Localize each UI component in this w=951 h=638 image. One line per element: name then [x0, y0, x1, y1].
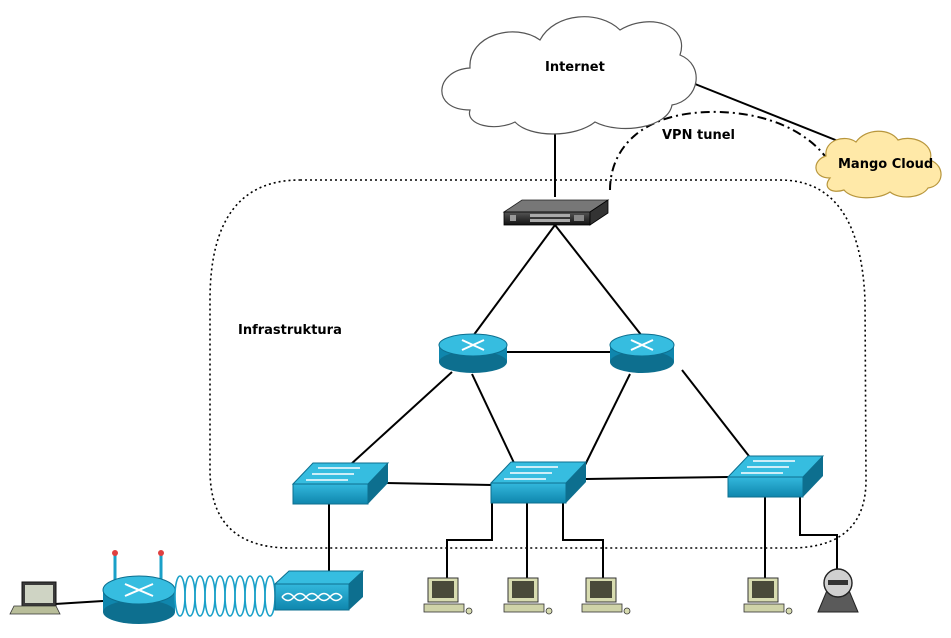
- storage-device: [817, 568, 859, 613]
- mango-cloud-label: Mango Cloud: [838, 157, 934, 172]
- mango-cloud: [815, 130, 942, 199]
- router-left: [438, 333, 508, 373]
- internet-label: Internet: [545, 60, 605, 75]
- infrastructure-label: Infrastruktura: [238, 323, 342, 338]
- switch-left: [291, 462, 390, 505]
- switch-center: [489, 461, 588, 504]
- vpn-tunnel-line: [609, 110, 836, 191]
- router-right: [609, 333, 675, 373]
- laptop: [9, 581, 61, 615]
- vpn-tunnel-label: VPN tunel: [662, 128, 735, 143]
- pc-2: [503, 577, 553, 615]
- wireless-router: [102, 550, 176, 624]
- access-point: [273, 570, 365, 611]
- links: [54, 79, 844, 605]
- internet-cloud: [441, 16, 697, 135]
- pc-4: [743, 577, 793, 615]
- pc-1: [423, 577, 473, 615]
- pc-3: [581, 577, 631, 615]
- infrastructure-boundary: [209, 179, 867, 549]
- switch-right: [726, 455, 825, 498]
- rack-server: [502, 199, 610, 226]
- wireless-link: [174, 575, 276, 617]
